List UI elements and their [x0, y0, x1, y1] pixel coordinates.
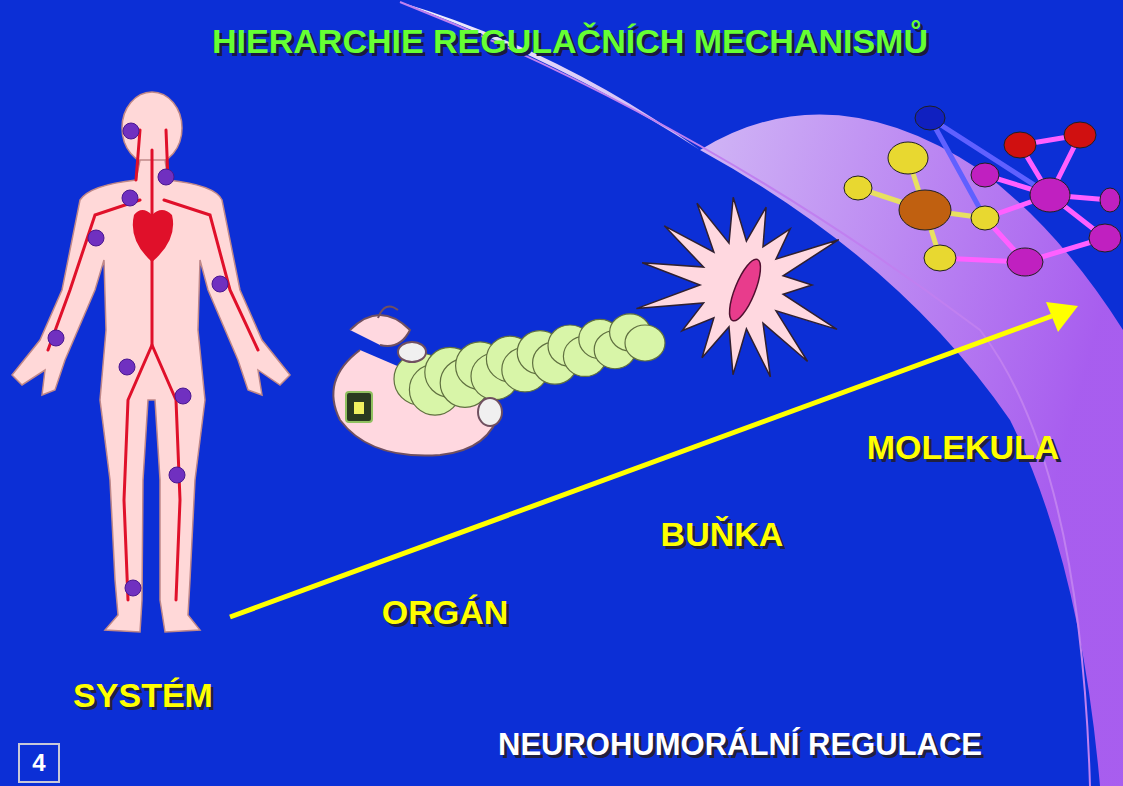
illustration-part — [88, 230, 104, 246]
illustration-part — [158, 169, 174, 185]
illustration-part — [1064, 122, 1096, 148]
slide-title: HIERARCHIE REGULAČNÍCH MECHANISMŮ — [212, 22, 928, 61]
illustration-part — [175, 388, 191, 404]
illustration-part — [398, 342, 426, 362]
illustration-part — [212, 276, 228, 292]
illustration-part — [48, 123, 228, 596]
illustration-part — [133, 210, 173, 262]
illustration-part — [915, 106, 945, 130]
slide-number-box: 4 — [18, 743, 60, 783]
illustration-part — [164, 200, 258, 350]
illustration-part — [723, 256, 766, 325]
illustration-part — [48, 200, 140, 350]
funnel-edge — [400, 2, 1090, 786]
illustration-part — [1030, 178, 1070, 212]
illustration-part — [123, 123, 139, 139]
illustration-part — [858, 118, 1110, 262]
footer-label: NEUROHUMORÁLNÍ REGULACE — [498, 727, 982, 763]
illustration-part — [1089, 224, 1121, 252]
illustration-part — [844, 176, 872, 200]
cell-illustration — [636, 197, 838, 377]
illustration-part — [119, 359, 135, 375]
illustration-part — [378, 306, 398, 318]
illustration-part — [169, 467, 185, 483]
hierarchy-arrow — [230, 302, 1078, 617]
level-label: BUŇKA — [661, 515, 784, 554]
illustration-part — [844, 106, 1121, 276]
illustration-part — [899, 190, 951, 230]
level-label: SYSTÉM — [73, 676, 213, 715]
illustration-part — [48, 130, 258, 600]
level-label: MOLEKULA — [867, 428, 1060, 467]
illustration-part — [125, 580, 141, 596]
illustration-part — [354, 402, 364, 414]
illustration-part — [350, 315, 410, 346]
illustration-part — [971, 206, 999, 230]
illustration-part — [636, 197, 838, 377]
illustration-part — [971, 163, 999, 187]
illustration-part — [1046, 302, 1078, 332]
illustration-part — [124, 250, 152, 600]
illustration-part — [1007, 248, 1043, 276]
slide-number: 4 — [32, 749, 45, 777]
level-label: ORGÁN — [382, 593, 509, 632]
molecule-model — [844, 106, 1121, 276]
illustration-part — [48, 330, 64, 346]
illustration-part — [346, 392, 372, 422]
zoom-funnel — [400, 2, 1123, 786]
illustration-part — [1004, 132, 1036, 158]
illustration-part — [1100, 188, 1120, 212]
illustration-part — [230, 316, 1052, 617]
illustration-part — [122, 190, 138, 206]
illustration-part — [924, 245, 956, 271]
illustration-part — [12, 160, 290, 632]
human-figure — [12, 92, 290, 632]
illustration-part — [394, 314, 665, 415]
illustration-part — [888, 142, 928, 174]
illustration-part — [478, 398, 502, 426]
pancreas-organ — [333, 306, 665, 455]
illustration-part — [625, 325, 665, 361]
illustration-part — [930, 118, 1050, 195]
